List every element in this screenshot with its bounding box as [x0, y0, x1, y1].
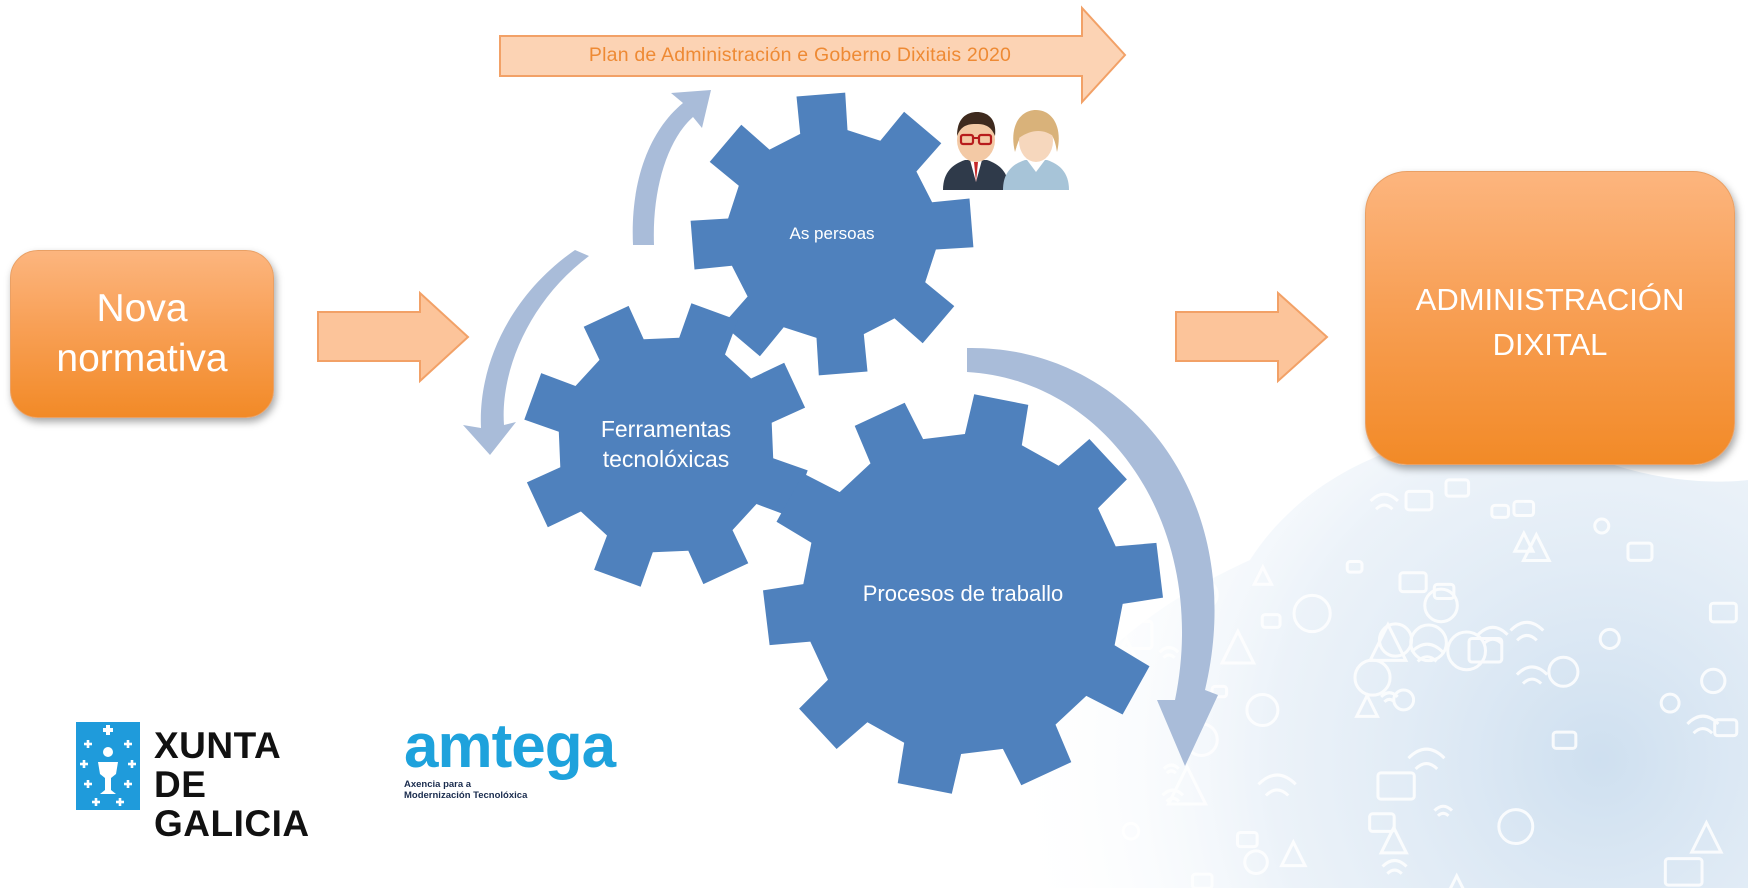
background-pattern-icon	[1367, 621, 1409, 662]
background-pattern-icon	[1410, 642, 1444, 663]
background-pattern-icon	[1380, 691, 1399, 703]
background-pattern-icon	[1433, 804, 1454, 817]
background-pattern-icon	[1381, 859, 1408, 875]
cycle-arrow-right	[967, 347, 1218, 766]
background-pattern-icon	[1689, 819, 1724, 854]
background-pattern-icon	[1378, 824, 1409, 855]
xunta-logo-line-2: DE GALICIA	[154, 764, 310, 844]
gear-label-ferramentas: Ferramentas tecnolóxicas	[601, 415, 731, 475]
background-pattern-icon	[1280, 463, 1316, 499]
gear-procesos	[763, 394, 1163, 794]
background-pattern-icon	[1166, 763, 1209, 806]
amtega-logo: amtega Axencia para a Modernización Tecn…	[404, 716, 630, 816]
background-pattern-icon	[1509, 620, 1545, 642]
background-pattern-icon	[1368, 812, 1396, 833]
background-pattern-icon	[1158, 646, 1180, 659]
output-box-administracion-dixital: ADMINISTRACIÓN DIXITAL	[1365, 171, 1735, 465]
background-pattern-icon	[1626, 541, 1654, 562]
background-pattern-icon	[1593, 517, 1611, 535]
background-pattern-icon	[1515, 665, 1549, 685]
input-box-line-1: Nova	[96, 287, 188, 331]
gear-label-persoas: As persoas	[789, 224, 875, 243]
background-pattern-icon	[1409, 623, 1448, 663]
background-pattern-icon	[1659, 692, 1681, 714]
background-pattern-icon	[1446, 630, 1487, 672]
output-arrow	[1175, 290, 1329, 384]
background-pattern-icon	[1260, 613, 1282, 629]
background-pattern-icon	[1236, 830, 1259, 849]
background-pattern-icon	[1279, 838, 1308, 868]
gear-ferramentas	[524, 303, 808, 587]
background-pattern-icon	[1432, 582, 1456, 600]
background-pattern-icon	[1423, 587, 1459, 624]
background-pattern-icon	[1257, 773, 1297, 797]
xunta-emblem-icon	[76, 722, 140, 810]
input-box-nova-normativa: Nova normativa	[10, 250, 274, 418]
background-pattern-icon	[1490, 503, 1510, 519]
background-pattern-icon	[1219, 628, 1257, 665]
background-pattern-icon	[1444, 478, 1471, 498]
gear-label-procesos: Procesos de traballo	[862, 581, 1064, 606]
plan-label: Plan de Administración e Goberno Dixitai…	[588, 43, 1012, 66]
background-pattern-icon	[1398, 571, 1428, 594]
female-avatar-icon	[1003, 110, 1069, 190]
background-pattern-icon	[1190, 872, 1214, 888]
cycle-arrow-up	[632, 90, 711, 245]
cycle-arrow-left	[463, 250, 589, 455]
input-arrow	[317, 290, 470, 384]
background-pattern-icon	[1354, 692, 1380, 718]
amtega-tagline-line-2: Modernización Tecnolóxica	[404, 790, 528, 801]
background-pattern-icon	[1245, 693, 1280, 728]
male-avatar-icon	[943, 112, 1009, 190]
output-box-line-1: ADMINISTRACIÓN	[1415, 282, 1685, 317]
background-pattern-icon	[1376, 771, 1416, 801]
xunta-logo-line-1: XUNTA	[154, 725, 282, 766]
background-pattern-icon	[1476, 625, 1509, 645]
background-pattern-icon	[1663, 857, 1704, 887]
plan-banner-arrow	[499, 5, 1127, 105]
amtega-logo-word: amtega	[404, 712, 616, 781]
output-box-line-2: DIXITAL	[1492, 326, 1608, 362]
background-pattern-icon	[1210, 684, 1229, 699]
background-pattern-icon	[1512, 499, 1536, 518]
gears-group	[524, 92, 1163, 794]
background-pattern-icon	[1512, 529, 1536, 553]
gear-label-ferramentas-line-1: Ferramentas	[600, 416, 732, 443]
background-pattern-icon	[1547, 655, 1580, 688]
background-pattern-icon	[1121, 821, 1141, 841]
gear-persoas	[690, 92, 974, 376]
background-pattern-icon	[1713, 718, 1739, 738]
background-pattern-icon	[1162, 763, 1180, 775]
background-pattern-icon	[1407, 747, 1446, 771]
amtega-tagline-line-1: Axencia para a	[404, 779, 472, 790]
input-box-line-2: normativa	[56, 337, 228, 380]
background-pattern-icon	[1551, 730, 1578, 750]
background-pattern-icon	[1708, 601, 1738, 624]
gear-label-ferramentas-line-2: tecnolóxicas	[602, 446, 730, 472]
background-pattern-icon	[1345, 560, 1364, 574]
background-pattern-icon	[1497, 808, 1535, 845]
background-pattern-icon	[1292, 593, 1332, 634]
background-pattern-icon	[1467, 636, 1504, 664]
background-pattern-icon	[1598, 627, 1621, 650]
background-pattern-icon	[1404, 489, 1434, 512]
background-pattern-icon	[1251, 563, 1274, 586]
background-pattern-icon	[1369, 492, 1399, 511]
background-pattern-icon	[1243, 849, 1269, 875]
background-pattern-icon	[1700, 667, 1727, 695]
